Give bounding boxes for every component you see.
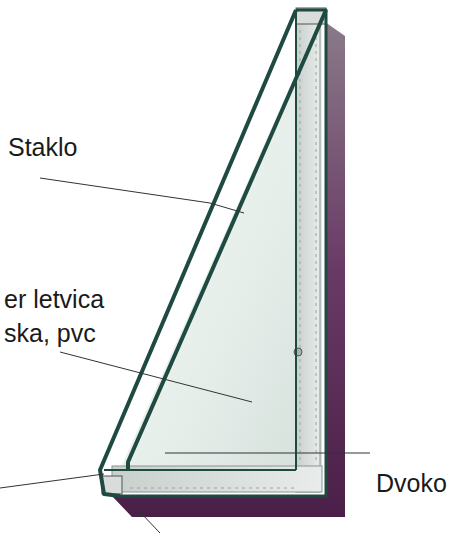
spacer-perforation	[130, 488, 296, 489]
spacer-bar	[296, 22, 320, 492]
part-label: Dvoko	[376, 466, 462, 500]
spacer-perforation	[300, 30, 301, 460]
part-label: er letvica ska, pvc	[4, 282, 144, 350]
part-label: Staklo	[8, 130, 148, 164]
leader-line	[40, 178, 210, 203]
glass-edge	[295, 10, 297, 470]
spacer-perforation	[316, 30, 317, 460]
glass-edge	[120, 10, 326, 496]
glass-pane	[100, 10, 296, 496]
glass-pane	[128, 10, 326, 470]
leader-line	[60, 352, 252, 402]
glass-edge	[104, 469, 296, 471]
leader-line	[140, 512, 160, 533]
glass-fill	[118, 14, 322, 474]
leader-line	[0, 474, 104, 488]
leader-line	[165, 453, 370, 454]
leader-line	[210, 203, 244, 213]
